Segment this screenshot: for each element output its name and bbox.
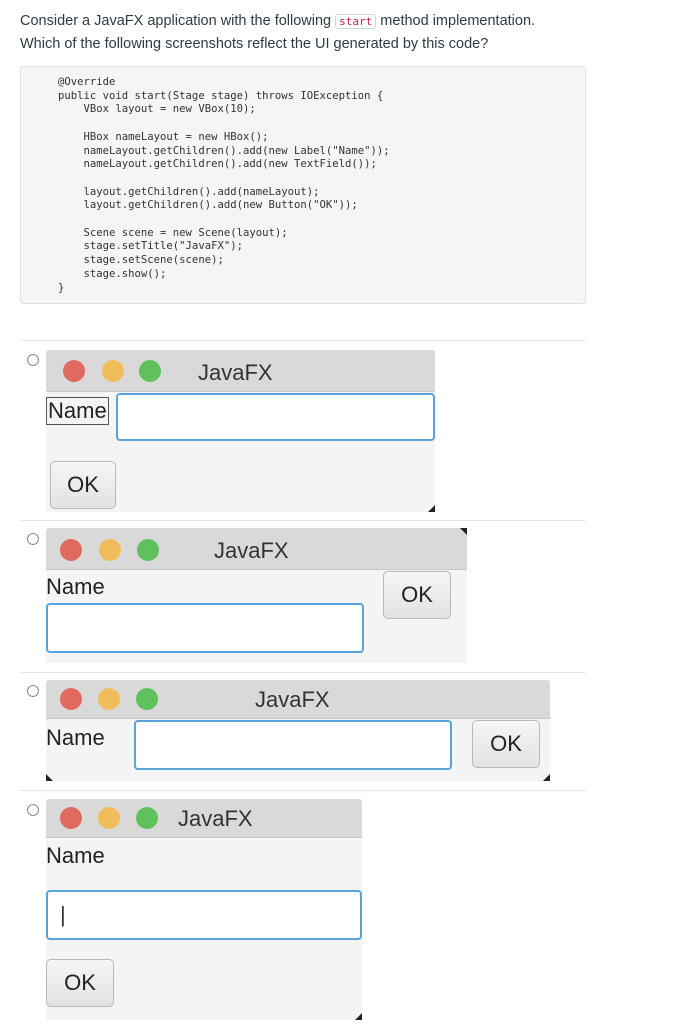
separator [20, 790, 586, 791]
minimize-dot-icon [99, 539, 121, 561]
close-dot-icon [60, 688, 82, 710]
option-2-radio[interactable] [27, 533, 39, 545]
window-titlebar: JavaFX [46, 528, 467, 570]
maximize-dot-icon [137, 539, 159, 561]
resize-corner-icon [543, 774, 550, 781]
separator [20, 340, 586, 341]
minimize-dot-icon [102, 360, 124, 382]
question-text: Consider a JavaFX application with the f… [20, 10, 670, 55]
window-title: JavaFX [255, 687, 330, 712]
close-dot-icon [63, 360, 85, 382]
separator [20, 672, 586, 673]
maximize-dot-icon [136, 807, 158, 829]
question-line1-end: method implementation. [376, 13, 536, 29]
resize-corner-icon [46, 774, 53, 781]
option-1-window: JavaFX Name OK [46, 350, 435, 512]
name-text-field[interactable]: | [46, 890, 362, 940]
option-3-radio[interactable] [27, 685, 39, 697]
question-line2: Which of the following screenshots refle… [20, 36, 489, 52]
name-label: Name [46, 843, 105, 868]
close-dot-icon [60, 539, 82, 561]
resize-corner-icon [428, 505, 435, 512]
maximize-dot-icon [136, 688, 158, 710]
maximize-dot-icon [139, 360, 161, 382]
name-label: Name [46, 397, 109, 425]
option-2-window: JavaFX Name OK [46, 528, 467, 663]
window-title: JavaFX [178, 806, 253, 831]
text-cursor: | [60, 902, 66, 927]
ok-button[interactable]: OK [383, 571, 451, 619]
window-titlebar: JavaFX [46, 680, 550, 719]
option-4-window: JavaFX Name | OK [46, 799, 362, 1020]
separator [20, 520, 586, 521]
code-block: @Override public void start(Stage stage)… [20, 66, 586, 304]
window-title: JavaFX [198, 360, 273, 385]
option-4-radio[interactable] [27, 804, 39, 816]
option-3-window: JavaFX Name OK [46, 680, 550, 781]
name-label: Name [46, 725, 105, 750]
window-titlebar: JavaFX [46, 350, 435, 392]
minimize-dot-icon [98, 688, 120, 710]
resize-corner-icon [355, 1013, 362, 1020]
ok-button[interactable]: OK [472, 720, 540, 768]
ok-button[interactable]: OK [46, 959, 114, 1007]
name-text-field[interactable] [46, 603, 364, 653]
name-text-field[interactable] [134, 720, 452, 770]
code-term-start: start [335, 14, 377, 29]
name-text-field[interactable] [116, 393, 435, 441]
minimize-dot-icon [98, 807, 120, 829]
window-titlebar: JavaFX [46, 799, 362, 838]
code-text: @Override public void start(Stage stage)… [58, 76, 390, 294]
close-dot-icon [60, 807, 82, 829]
window-title: JavaFX [214, 538, 289, 563]
ok-button[interactable]: OK [50, 461, 116, 509]
resize-corner-icon [460, 528, 467, 535]
question-line1-start: Consider a JavaFX application with the f… [20, 13, 336, 29]
name-label: Name [46, 574, 105, 599]
option-1-radio[interactable] [27, 354, 39, 366]
